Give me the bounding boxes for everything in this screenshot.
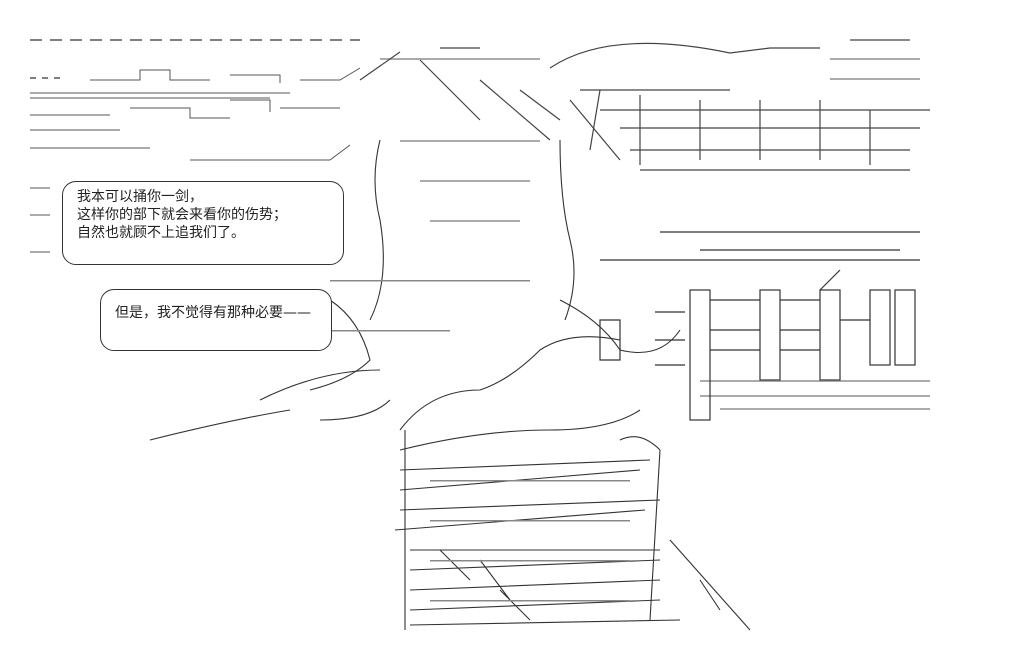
roof-lines bbox=[359, 39, 930, 171]
speech-bubble-1: 我本可以捅你一剑， 这样你的部下就会来看你的伤势； 自然也就顾不上追我们了。 bbox=[62, 181, 344, 265]
tree bbox=[149, 139, 751, 631]
bubble-1-line-2: 这样你的部下就会来看你的伤势； bbox=[77, 207, 287, 223]
right-buildings bbox=[599, 231, 920, 421]
top-dash-row bbox=[30, 39, 360, 79]
dotted-sky bbox=[30, 58, 930, 410]
bubble-2-line-1: 但是，我不觉得有那种必要—— bbox=[115, 305, 311, 321]
speech-bubble-2: 但是，我不觉得有那种必要—— bbox=[100, 289, 332, 351]
left-hatching bbox=[30, 67, 361, 253]
tree-dots bbox=[330, 280, 630, 602]
bubble-1-line-1: 我本可以捅你一剑， bbox=[77, 189, 203, 205]
bubble-1-line-3: 自然也就顾不上追我们了。 bbox=[77, 225, 245, 241]
